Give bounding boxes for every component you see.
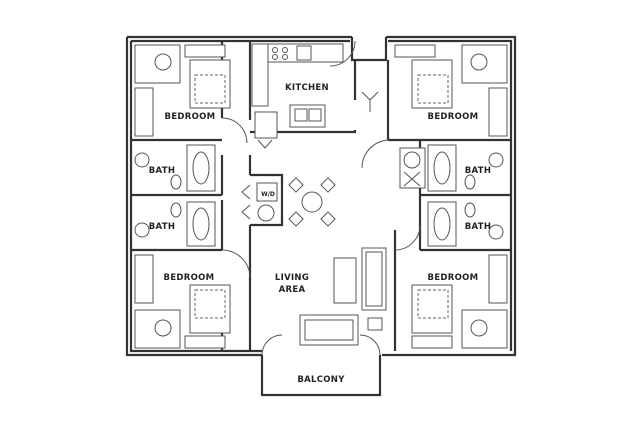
kitchen-label: KITCHEN — [285, 83, 329, 93]
bath-right-upper: BATH — [399, 144, 504, 192]
bath-right-lower: BATH — [427, 201, 504, 247]
bedroom-top-left: BEDROOM — [134, 44, 231, 137]
bedroom-label: BEDROOM — [164, 273, 215, 283]
bedroom-label: BEDROOM — [165, 112, 216, 122]
bath-label: BATH — [149, 166, 176, 176]
balcony: BALCONY — [260, 355, 382, 397]
bedroom-label: BEDROOM — [428, 112, 479, 122]
bath-left-lower: BATH — [134, 201, 216, 247]
balcony-label: BALCONY — [297, 375, 345, 385]
living-label-line2: AREA — [279, 285, 306, 295]
bedroom-top-right: BEDROOM — [394, 44, 508, 137]
washer-dryer-label: W/D — [261, 191, 275, 198]
doors — [221, 40, 421, 356]
living-label-line1: LIVING — [275, 273, 309, 283]
bath-label: BATH — [465, 166, 492, 176]
living-area: LIVING AREA — [275, 247, 387, 346]
bedroom-bottom-right: BEDROOM — [411, 254, 508, 349]
bath-left-upper: BATH — [134, 144, 216, 192]
outer-walls — [125, 35, 517, 357]
bedroom-bottom-left: BEDROOM — [134, 254, 231, 349]
dining-table — [288, 177, 336, 227]
bedroom-label: BEDROOM — [428, 273, 479, 283]
kitchen: KITCHEN — [251, 43, 344, 139]
bath-label: BATH — [465, 222, 492, 232]
bath-label: BATH — [149, 222, 176, 232]
washer-dryer: W/D — [241, 182, 278, 222]
